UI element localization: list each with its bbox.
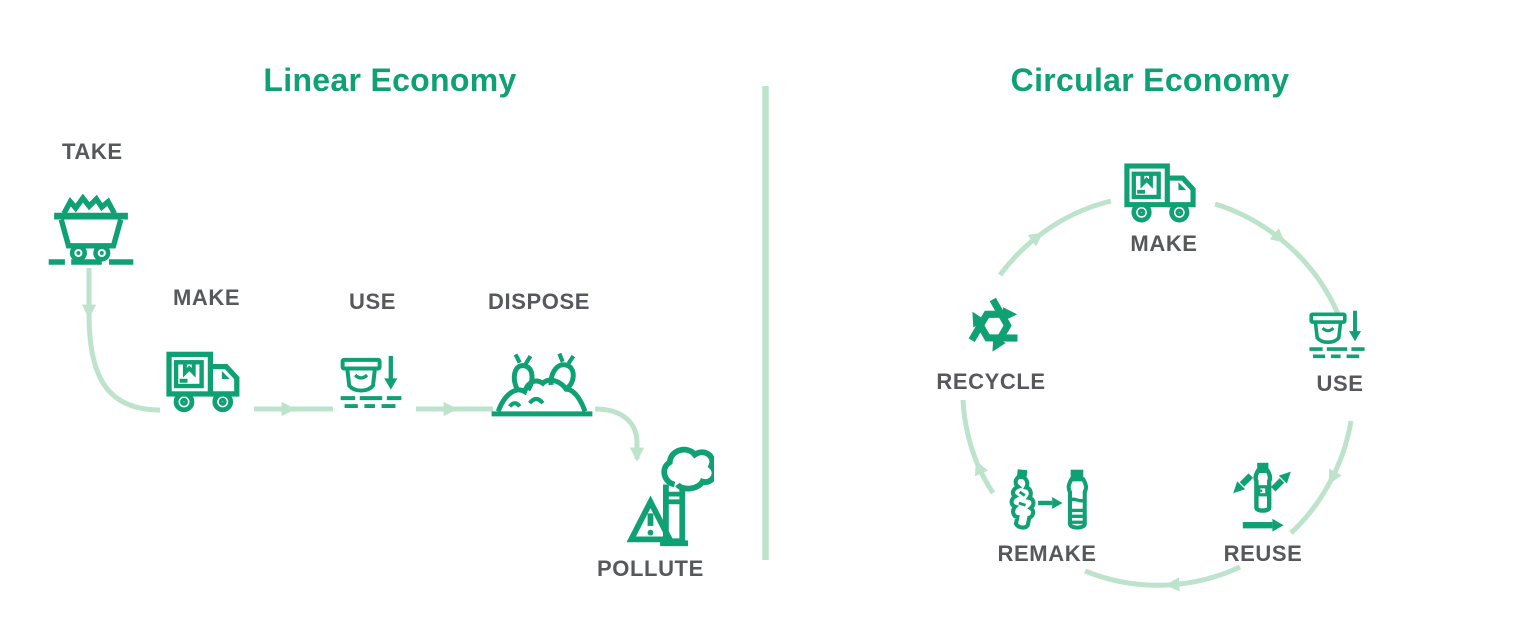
take-label: TAKE xyxy=(62,139,123,164)
circular-economy-title: Circular Economy xyxy=(1010,62,1290,98)
use-label-circular: USE xyxy=(1316,371,1364,396)
reuse-bottle-arrows-icon xyxy=(1233,462,1291,532)
pollute-label: POLLUTE xyxy=(597,556,704,581)
delivery-truck-icon xyxy=(1124,163,1196,223)
delivery-truck-icon xyxy=(166,351,240,413)
make-label: MAKE xyxy=(173,285,241,310)
linear-economy-title: Linear Economy xyxy=(263,62,517,98)
remake-label: REMAKE xyxy=(997,541,1097,566)
recycle-label: RECYCLE xyxy=(936,369,1046,394)
container-use-icon xyxy=(340,355,402,409)
mine-cart-icon xyxy=(48,193,134,265)
circular-flow-arrows xyxy=(960,198,1354,592)
waste-pile-icon xyxy=(491,352,593,417)
dispose-label: DISPOSE xyxy=(488,289,591,314)
reuse-label: REUSE xyxy=(1223,541,1303,566)
linear-flow-arrows xyxy=(81,268,645,462)
recycle-arrows-icon xyxy=(968,297,1018,352)
make-label-circular: MAKE xyxy=(1130,231,1198,256)
container-use-icon xyxy=(1309,310,1365,359)
factory-smoke-warning-icon xyxy=(626,446,714,547)
remake-bottles-icon xyxy=(1009,469,1089,530)
use-label: USE xyxy=(349,289,397,314)
